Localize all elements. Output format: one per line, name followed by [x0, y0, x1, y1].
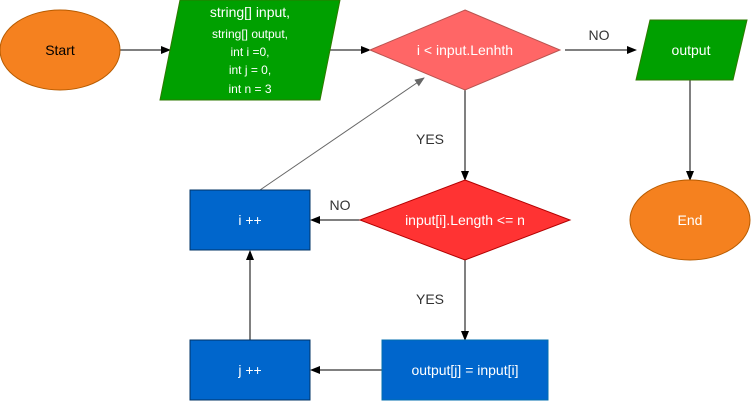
- edge-label-inner-no: NO: [330, 197, 351, 213]
- edge-label-outer-yes: YES: [416, 131, 444, 147]
- inc-j-label: j ++: [237, 362, 261, 378]
- edges: [120, 46, 694, 374]
- edge-label-inner-yes: YES: [416, 291, 444, 307]
- inc-i-label: i ++: [238, 212, 261, 228]
- init-node: string[] input, string[] output, int i =…: [159, 0, 341, 101]
- init-line-1: string[] input,: [210, 4, 290, 20]
- assign-node: output[j] = input[i]: [381, 339, 549, 401]
- inc-j-node: j ++: [189, 339, 311, 401]
- init-line-5: int n = 3: [228, 82, 271, 96]
- cond-outer-label: i < input.Lenhth: [417, 42, 513, 58]
- output-label: output: [672, 42, 711, 58]
- assign-label: output[j] = input[i]: [411, 362, 518, 378]
- end-node: End: [629, 179, 751, 261]
- start-node: Start: [0, 9, 121, 91]
- edge-inc-i-to-cond-outer: [259, 77, 425, 191]
- init-line-3: int i =0,: [230, 45, 269, 59]
- output-node: output: [635, 19, 748, 81]
- init-line-4: int j = 0,: [229, 63, 271, 77]
- cond-inner-node: input[i].Length <= n: [358, 179, 572, 261]
- init-line-2: string[] output,: [212, 27, 288, 41]
- cond-inner-label: input[i].Length <= n: [405, 212, 525, 228]
- end-label: End: [678, 212, 703, 228]
- cond-outer-node: i < input.Lenhth: [368, 9, 562, 91]
- edge-label-outer-no: NO: [589, 27, 610, 43]
- start-label: Start: [45, 42, 75, 58]
- inc-i-node: i ++: [189, 189, 311, 251]
